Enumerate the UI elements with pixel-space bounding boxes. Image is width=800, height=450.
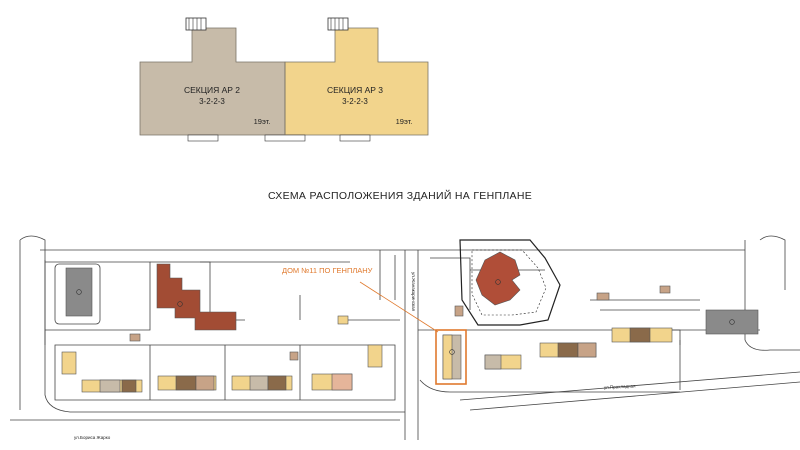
- house-callout-label: ДОМ №11 ПО ГЕНПЛАНУ: [282, 266, 373, 275]
- street-label-vertical: ул.Жанакаринская: [411, 272, 416, 312]
- section-ar3-code: 3-2-2-3: [342, 97, 368, 106]
- section-ar2-code: 3-2-2-3: [199, 97, 225, 106]
- master-plan: [10, 235, 800, 440]
- highlighted-house-frame: [435, 329, 467, 385]
- section-ar3-shape: [284, 27, 429, 136]
- building-floor-plan: СЕКЦИЯ АР 2 3-2-2-3 19эт. СЕКЦИЯ АР 3 3-…: [139, 17, 429, 142]
- site-buildings: [61, 251, 759, 393]
- section-ar2-floors: 19эт.: [254, 117, 271, 126]
- section-ar3-name: СЕКЦИЯ АР 3: [327, 85, 383, 95]
- site-plan-caption: СХЕМА РАСПОЛОЖЕНИЯ ЗДАНИЙ НА ГЕНПЛАНЕ: [267, 190, 533, 202]
- street-label-bottom: ул.Бориса Жарко: [74, 435, 111, 440]
- section-ar2-name: СЕКЦИЯ АР 2: [184, 85, 240, 95]
- section-ar3-floors: 19эт.: [396, 117, 413, 126]
- callout-leader-line: [359, 281, 439, 333]
- street-label-right: ул.Прохладная: [604, 383, 636, 390]
- church-plaza-outline: [459, 239, 561, 326]
